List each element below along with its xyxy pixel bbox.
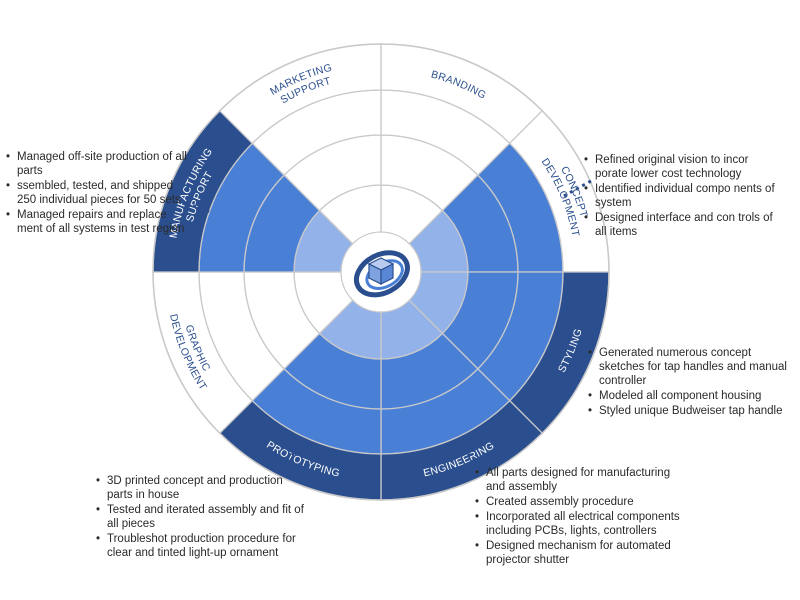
engineering-note-item: Designed mechanism for automated project… [474, 539, 689, 567]
manufacturing-note-item: ssembled, tested, and shipped 250 indivi… [5, 179, 195, 207]
manufacturing-note-item: Managed off-site production of all parts [5, 150, 195, 178]
concept-note-item: Designed interface and con trols of all … [583, 211, 783, 239]
connector-lines [179, 179, 592, 467]
prototyping-note-item: 3D printed concept and production parts … [95, 474, 310, 502]
prototyping-note-item: Tested and iterated assembly and fit of … [95, 503, 310, 531]
segment-graphic [152, 271, 354, 435]
connector-manufacturing [179, 199, 211, 214]
segment-branding [380, 43, 544, 245]
segment-engineering [380, 299, 544, 501]
concept-development-notes: Refined original vision to incor porate … [583, 153, 783, 240]
wheel-rings [152, 43, 610, 501]
styling-note-item: Styled unique Budweiser tap handle [587, 404, 795, 418]
prototyping-note-item: Troubleshot production procedure for cle… [95, 532, 310, 560]
concept-note-item: Refined original vision to incor porate … [583, 153, 783, 181]
prototyping-notes: 3D printed concept and production parts … [95, 474, 310, 561]
styling-note-item: Generated numerous concept sketches for … [587, 346, 795, 388]
cube-logo-icon [342, 233, 420, 311]
engineering-notes: All parts designed for manufacturing and… [474, 466, 689, 568]
styling-note-item: Modeled all component housing [587, 389, 795, 403]
engineering-note-item: All parts designed for manufacturing and… [474, 466, 689, 494]
manufacturing-note-item: Managed repairs and replace ment of all … [5, 208, 195, 236]
styling-notes: Generated numerous concept sketches for … [587, 346, 795, 419]
engineering-note-item: Incorporated all electrical components i… [474, 510, 689, 538]
connector-styling [551, 336, 583, 354]
connector-concept [561, 179, 592, 199]
wheel-outline [152, 43, 610, 501]
manufacturing-notes: Managed off-site production of all parts… [5, 150, 195, 237]
connector-prototyping [287, 438, 300, 467]
concept-note-item: Identified individual compo nents of sys… [583, 182, 783, 210]
engineering-note-item: Created assembly procedure [474, 495, 689, 509]
segment-marketing [218, 43, 382, 245]
